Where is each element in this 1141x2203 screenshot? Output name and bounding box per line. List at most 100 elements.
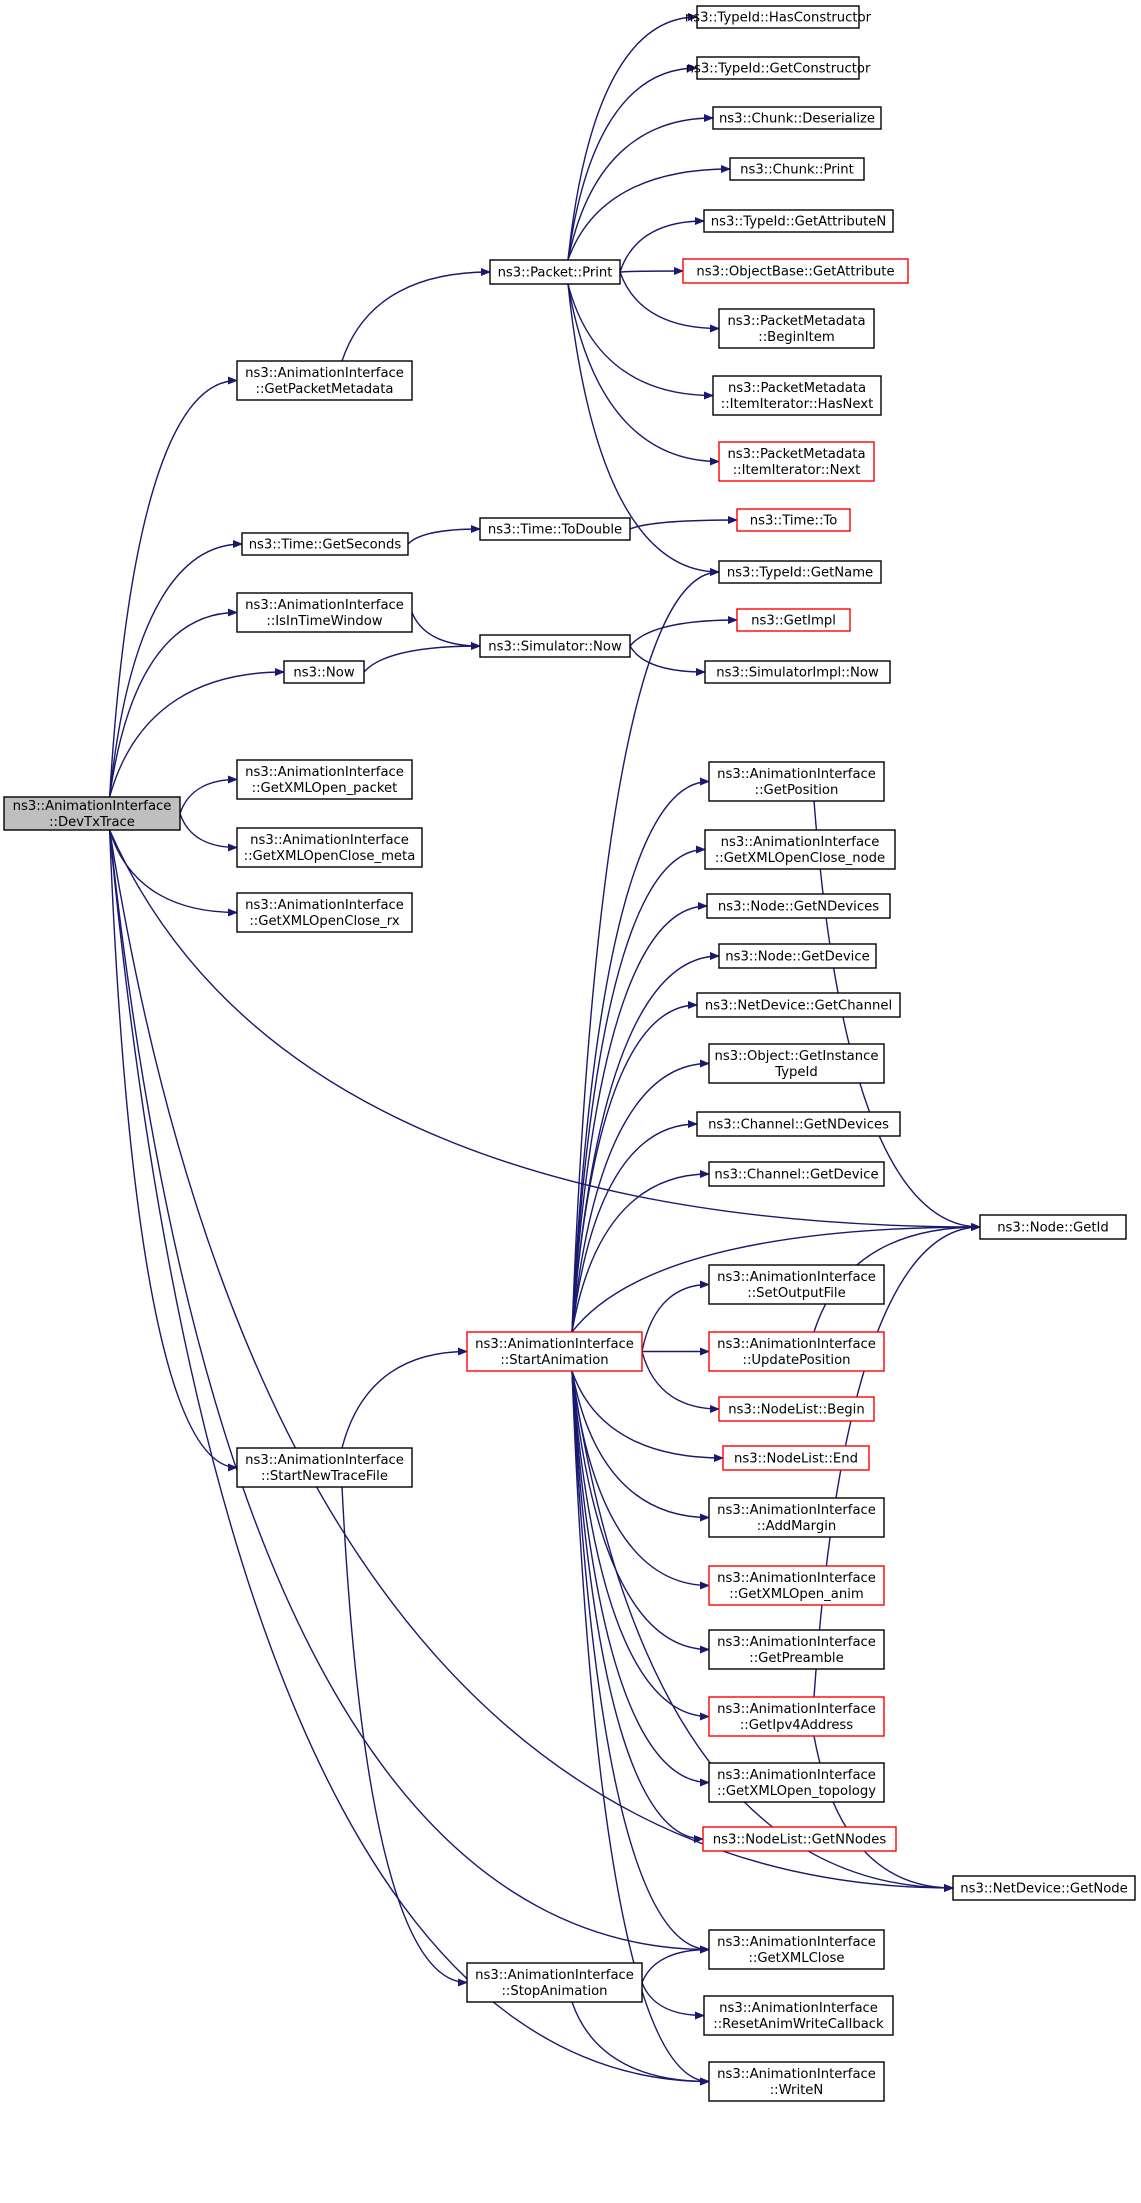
edge-root-to-getxmlclose xyxy=(108,829,710,1954)
node-time_todouble[interactable]: ns3::Time::ToDouble xyxy=(479,517,631,541)
node-label-getposition-1: ::GetPosition xyxy=(755,783,839,798)
node-box-getxmlclose xyxy=(708,1929,885,1970)
node-label-pm_beginitem-1: ::BeginItem xyxy=(758,330,834,345)
node-nodelist_end[interactable]: ns3::NodeList::End xyxy=(722,1445,870,1471)
node-label-updateposition-1: ::UpdatePosition xyxy=(743,1353,851,1368)
edge-startanimation-to-addmargin xyxy=(571,1370,710,1522)
node-box-getposition xyxy=(708,761,885,802)
node-simulator_now[interactable]: ns3::Simulator::Now xyxy=(479,634,631,658)
node-nodelist_getnnodes[interactable]: ns3::NodeList::GetNNodes xyxy=(702,1826,897,1852)
node-label-typeid_getname-0: ns3::TypeId::GetName xyxy=(727,565,873,580)
node-box-getimpl xyxy=(736,608,851,632)
node-packet_print[interactable]: ns3::Packet::Print xyxy=(489,259,621,285)
node-resetanimwritecallback[interactable]: ns3::AnimationInterface::ResetAnimWriteC… xyxy=(703,1995,894,2036)
node-chunk_print[interactable]: ns3::Chunk::Print xyxy=(729,157,865,181)
node-label-getxmlopen_packet-1: ::GetXMLOpen_packet xyxy=(252,781,398,796)
node-box-getpacketmetadata xyxy=(236,360,413,401)
node-objectbase_getattribute[interactable]: ns3::ObjectBase::GetAttribute xyxy=(682,258,909,284)
node-label-simulator_now-0: ns3::Simulator::Now xyxy=(488,639,622,654)
node-box-nodelist_end xyxy=(722,1445,870,1471)
edge-startanimation-to-channel_getndevices xyxy=(571,1120,698,1333)
node-getxmlopen_anim[interactable]: ns3::AnimationInterface::GetXMLOpen_anim xyxy=(708,1565,885,1606)
node-label-stopanimation-1: ::StopAnimation xyxy=(501,1984,607,1999)
node-label-getxmlopen_topology-0: ns3::AnimationInterface xyxy=(717,1768,876,1783)
node-writen[interactable]: ns3::AnimationInterface::WriteN xyxy=(708,2061,885,2102)
node-pm_hasnext[interactable]: ns3::PacketMetadata::ItemIterator::HasNe… xyxy=(712,375,882,416)
edge-root-to-getxmlopenclose_meta xyxy=(179,813,238,852)
node-typeid_getname[interactable]: ns3::TypeId::GetName xyxy=(718,560,882,584)
node-label-getipv4address-0: ns3::AnimationInterface xyxy=(717,1702,876,1717)
node-node_getndevices[interactable]: ns3::Node::GetNDevices xyxy=(706,893,891,919)
node-channel_getndevices[interactable]: ns3::Channel::GetNDevices xyxy=(696,1111,901,1137)
edge-root-to-getxmlopen_packet xyxy=(179,775,238,814)
node-time_to[interactable]: ns3::Time::To xyxy=(736,508,851,532)
node-isintimewindow[interactable]: ns3::AnimationInterface::IsInTimeWindow xyxy=(236,592,413,633)
node-root[interactable]: ns3::AnimationInterface::DevTxTrace xyxy=(3,796,181,831)
node-box-nodelist_begin xyxy=(718,1396,875,1422)
node-startnewtracefile[interactable]: ns3::AnimationInterface::StartNewTraceFi… xyxy=(236,1447,413,1488)
node-label-startanimation-1: ::StartAnimation xyxy=(500,1353,608,1368)
node-getxmlopen_packet[interactable]: ns3::AnimationInterface::GetXMLOpen_pack… xyxy=(236,759,413,800)
node-box-resetanimwritecallback xyxy=(703,1995,894,2036)
node-getimpl[interactable]: ns3::GetImpl xyxy=(736,608,851,632)
node-label-chunk_deserialize-0: ns3::Chunk::Deserialize xyxy=(719,111,875,126)
node-box-getipv4address xyxy=(708,1696,885,1737)
node-label-setoutputfile-0: ns3::AnimationInterface xyxy=(717,1270,876,1285)
node-chunk_deserialize[interactable]: ns3::Chunk::Deserialize xyxy=(712,106,882,130)
node-box-stopanimation xyxy=(466,1962,643,2003)
node-netdevice_getnode[interactable]: ns3::NetDevice::GetNode xyxy=(952,1875,1136,1901)
node-typeid_hasconstructor[interactable]: ns3::TypeId::HasConstructor xyxy=(685,5,872,29)
node-getxmlopenclose_meta[interactable]: ns3::AnimationInterface::GetXMLOpenClose… xyxy=(236,827,423,868)
edge-startanimation-to-getposition xyxy=(571,777,710,1333)
node-label-typeid_getconstructor-0: ns3::TypeId::GetConstructor xyxy=(686,61,871,76)
node-channel_getdevice[interactable]: ns3::Channel::GetDevice xyxy=(708,1161,885,1187)
node-simulatorimpl_now[interactable]: ns3::SimulatorImpl::Now xyxy=(704,660,891,684)
node-typeid_getconstructor[interactable]: ns3::TypeId::GetConstructor xyxy=(686,56,871,80)
node-label-isintimewindow-0: ns3::AnimationInterface xyxy=(245,598,404,613)
node-now[interactable]: ns3::Now xyxy=(283,660,365,684)
nodes-layer: ns3::AnimationInterface::DevTxTracens3::… xyxy=(3,5,1136,2102)
node-getxmlopen_topology[interactable]: ns3::AnimationInterface::GetXMLOpen_topo… xyxy=(708,1762,885,1803)
node-box-channel_getdevice xyxy=(708,1161,885,1187)
node-getpreamble[interactable]: ns3::AnimationInterface::GetPreamble xyxy=(708,1629,885,1670)
node-getxmlopenclose_rx[interactable]: ns3::AnimationInterface::GetXMLOpenClose… xyxy=(236,892,413,933)
node-getxmlclose[interactable]: ns3::AnimationInterface::GetXMLClose xyxy=(708,1929,885,1970)
node-nodelist_begin[interactable]: ns3::NodeList::Begin xyxy=(718,1396,875,1422)
edge-packet_print-to-typeid_getconstructor xyxy=(567,64,698,261)
node-label-updateposition-0: ns3::AnimationInterface xyxy=(717,1337,876,1352)
node-pm_beginitem[interactable]: ns3::PacketMetadata::BeginItem xyxy=(718,308,875,349)
node-node_getdevice[interactable]: ns3::Node::GetDevice xyxy=(718,943,877,969)
node-label-addmargin-1: ::AddMargin xyxy=(757,1519,836,1534)
node-setoutputfile[interactable]: ns3::AnimationInterface::SetOutputFile xyxy=(708,1264,885,1305)
edge-getipv4address-to-netdevice_getnode xyxy=(813,1735,954,1892)
node-typeid_getattributen[interactable]: ns3::TypeId::GetAttributeN xyxy=(703,209,894,233)
node-getipv4address[interactable]: ns3::AnimationInterface::GetIpv4Address xyxy=(708,1696,885,1737)
node-updateposition[interactable]: ns3::AnimationInterface::UpdatePosition xyxy=(708,1331,885,1372)
node-node_getid[interactable]: ns3::Node::GetId xyxy=(979,1214,1127,1240)
node-netdevice_getchannel[interactable]: ns3::NetDevice::GetChannel xyxy=(696,992,901,1018)
edge-stopanimation-to-writen xyxy=(571,2001,710,2086)
node-label-stopanimation-0: ns3::AnimationInterface xyxy=(475,1968,634,1983)
node-label-getxmlopen_topology-1: ::GetXMLOpen_topology xyxy=(717,1784,876,1799)
edge-packet_print-to-pm_next xyxy=(567,283,720,466)
node-label-resetanimwritecallback-0: ns3::AnimationInterface xyxy=(719,2001,878,2016)
node-stopanimation[interactable]: ns3::AnimationInterface::StopAnimation xyxy=(466,1962,643,2003)
edge-startanimation-to-node_getid xyxy=(571,1223,981,1333)
node-time_getseconds[interactable]: ns3::Time::GetSeconds xyxy=(241,532,409,556)
node-getxmlopenclose_node[interactable]: ns3::AnimationInterface::GetXMLOpenClose… xyxy=(704,829,896,870)
node-label-channel_getndevices-0: ns3::Channel::GetNDevices xyxy=(708,1117,889,1132)
node-box-chunk_deserialize xyxy=(712,106,882,130)
node-box-getxmlopen_packet xyxy=(236,759,413,800)
node-startanimation[interactable]: ns3::AnimationInterface::StartAnimation xyxy=(466,1331,643,1372)
edge-getpacketmetadata-to-packet_print xyxy=(341,268,491,362)
edge-startanimation-to-getipv4address xyxy=(571,1370,710,1721)
node-label-getpacketmetadata-1: ::GetPacketMetadata xyxy=(256,382,394,397)
node-label-root-0: ns3::AnimationInterface xyxy=(13,799,172,814)
edge-packet_print-to-typeid_getname xyxy=(567,283,720,576)
node-pm_next[interactable]: ns3::PacketMetadata::ItemIterator::Next xyxy=(718,441,875,482)
node-addmargin[interactable]: ns3::AnimationInterface::AddMargin xyxy=(708,1497,885,1538)
node-getpacketmetadata[interactable]: ns3::AnimationInterface::GetPacketMetada… xyxy=(236,360,413,401)
node-getposition[interactable]: ns3::AnimationInterface::GetPosition xyxy=(708,761,885,802)
edge-startanimation-to-getxmlopen_anim xyxy=(571,1370,710,1590)
